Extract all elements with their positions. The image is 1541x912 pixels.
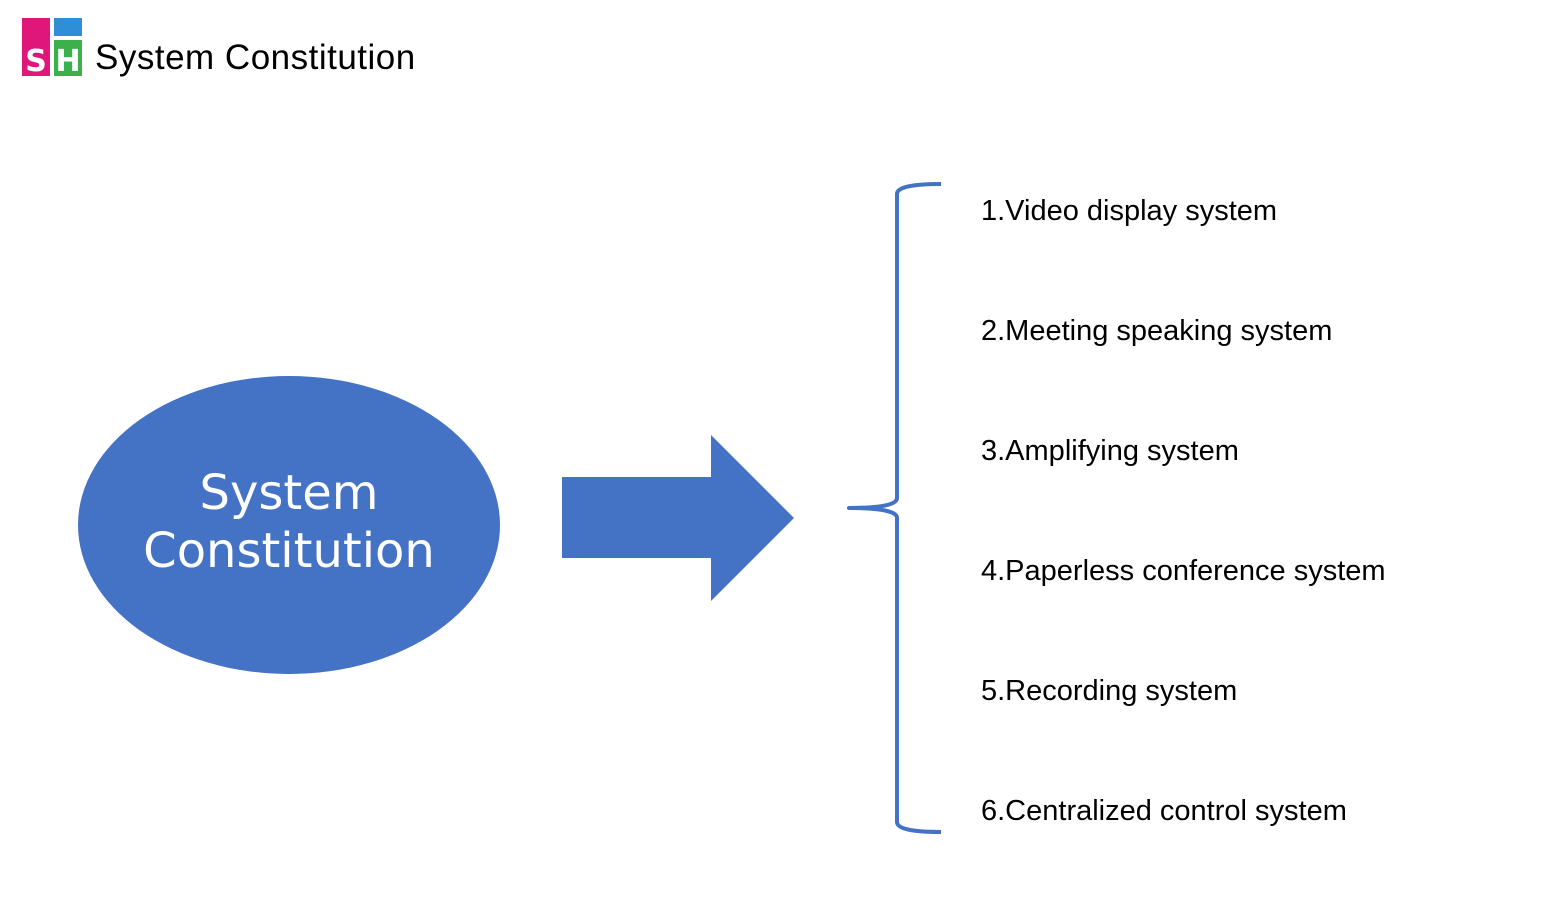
list-item-paperless-conference: 4.Paperless conference system bbox=[981, 555, 1386, 587]
center-label-text: System Constitution bbox=[143, 465, 435, 579]
center-label: System Constitution bbox=[78, 376, 500, 674]
list-item-centralized-control: 6.Centralized control system bbox=[981, 795, 1347, 827]
list-item-video-display: 1.Video display system bbox=[981, 195, 1278, 227]
list-item-recording: 5.Recording system bbox=[981, 675, 1238, 707]
sh-logo-icon: S H bbox=[22, 18, 82, 79]
list-item-meeting-speaking: 2.Meeting speaking system bbox=[981, 315, 1333, 347]
svg-text:H: H bbox=[55, 44, 80, 79]
right-arrow-icon bbox=[562, 435, 794, 601]
center-ellipse bbox=[78, 376, 500, 674]
svg-text:S: S bbox=[25, 44, 47, 79]
curly-brace-icon bbox=[847, 182, 942, 834]
list-item-amplifying: 3.Amplifying system bbox=[981, 435, 1239, 467]
page-title: System Constitution bbox=[95, 38, 416, 77]
